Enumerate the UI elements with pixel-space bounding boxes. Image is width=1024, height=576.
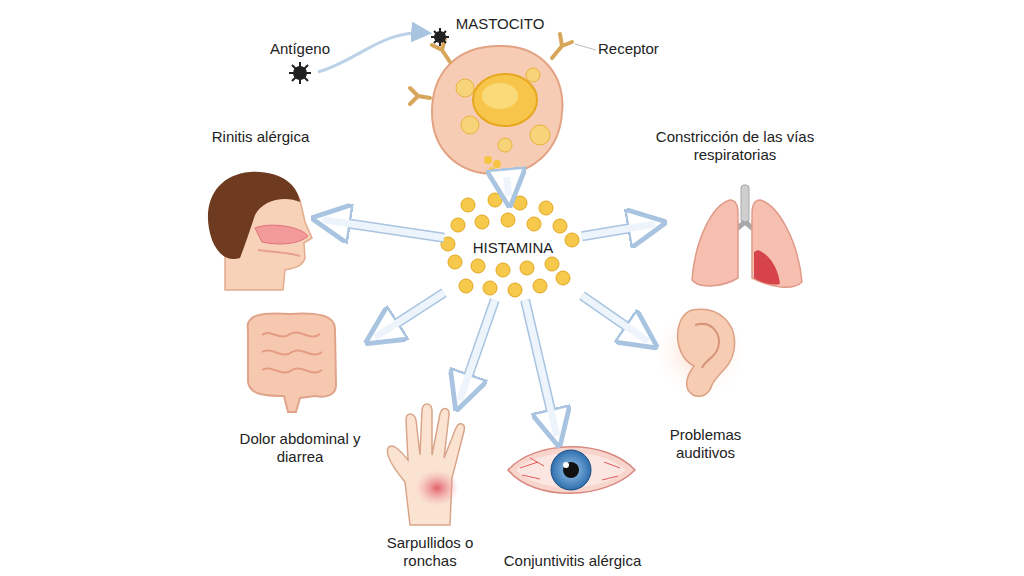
node-label: Problemas auditivos xyxy=(648,426,763,462)
receptor-leader xyxy=(575,44,596,50)
effect-node: Sarpullidos o ronchas xyxy=(375,400,485,570)
head-illustration xyxy=(208,172,312,290)
histamine-arrow xyxy=(507,177,509,196)
node-label: Constricción de las vías respiratorias xyxy=(655,128,815,164)
mast-cell xyxy=(410,28,572,174)
histamine-arrow xyxy=(525,300,557,436)
node-label: Dolor abdominal y diarrea xyxy=(225,430,375,466)
histamine-arrow xyxy=(323,220,444,238)
mast-cell-node: MASTOCITO xyxy=(425,15,575,177)
ear-illustration xyxy=(650,302,750,402)
effect-node: Constricción de las vías respiratorias xyxy=(655,128,815,293)
histamine-node: HISTAMINA xyxy=(444,196,582,300)
antigen-arrow xyxy=(318,33,428,72)
effect-node: Rinitis alérgica xyxy=(198,128,323,293)
node-label: Rinitis alérgica xyxy=(198,128,323,146)
antigen xyxy=(289,62,311,84)
histamine-arrow xyxy=(460,300,495,400)
intestine-illustration xyxy=(248,313,336,412)
part-label: Receptor xyxy=(598,40,659,58)
histamine-arrow xyxy=(582,296,648,342)
effect-node: Dolor abdominal y diarrea xyxy=(225,306,375,466)
eye-illustration xyxy=(508,447,635,494)
node-label: Sarpullidos o ronchas xyxy=(375,534,485,570)
lungs-illustration xyxy=(692,185,802,287)
histamine-arrow xyxy=(582,224,655,236)
histamine-arrow xyxy=(375,293,444,338)
node-label: Conjuntivitis alérgica xyxy=(500,552,645,570)
node-label: MASTOCITO xyxy=(425,15,575,33)
part-label: Antígeno xyxy=(270,40,330,58)
effect-node: Conjuntivitis alérgica xyxy=(500,436,645,570)
node-label: HISTAMINA xyxy=(444,239,582,257)
effect-node: Problemas auditivos xyxy=(648,300,763,462)
hand-illustration xyxy=(387,404,464,525)
